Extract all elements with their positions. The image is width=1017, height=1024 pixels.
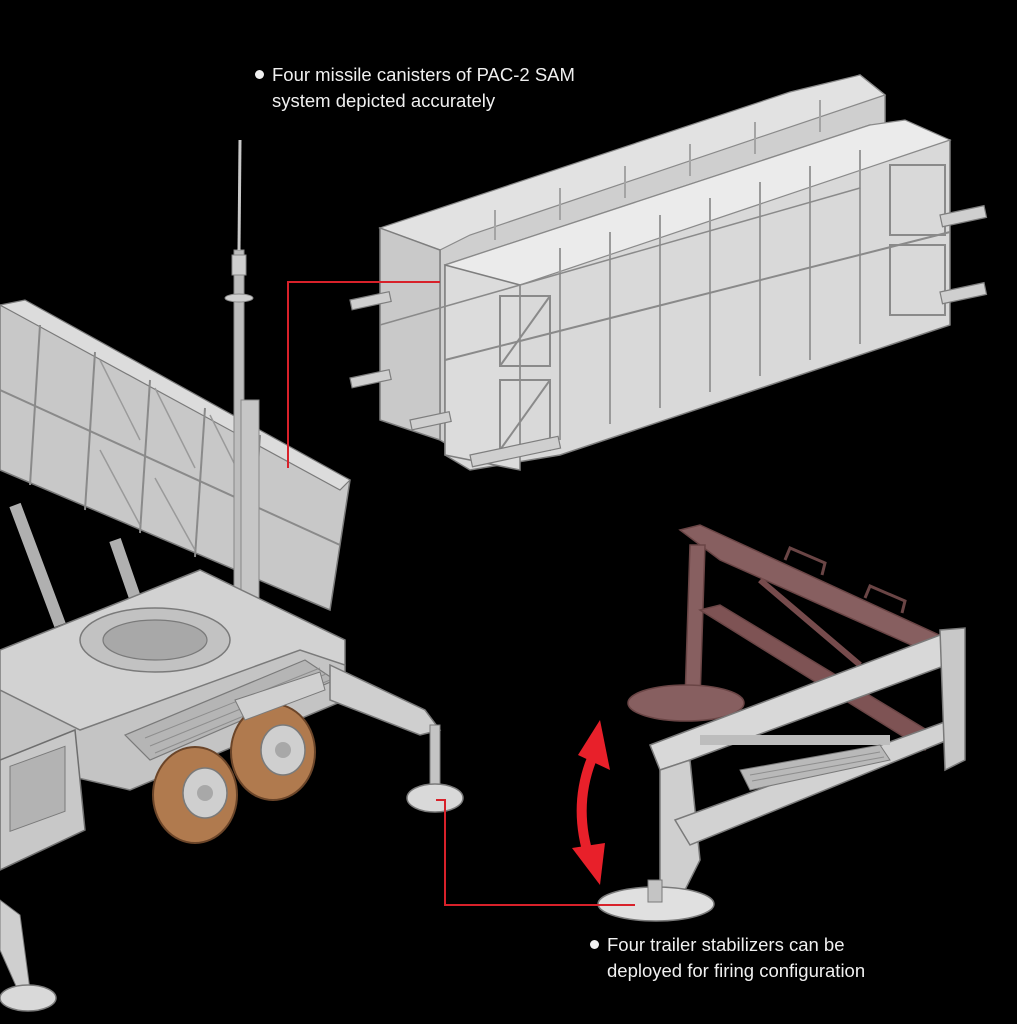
stabilizer-detail — [597, 524, 966, 922]
canister-callout-line1: Four missile canisters of PAC-2 SAM — [255, 62, 575, 88]
trailer-wheel-rear — [152, 746, 238, 844]
stabilizer-leader-line — [436, 799, 635, 906]
stabilizer-callout-line2: deployed for firing configuration — [607, 960, 866, 981]
trailer-wheel-front — [230, 703, 316, 801]
deploy-motion-arrow — [572, 720, 610, 885]
bullet-icon — [590, 940, 599, 949]
bullet-icon — [255, 70, 264, 79]
stabilizer-callout-line1: Four trailer stabilizers can be — [590, 932, 865, 958]
canister-leader-line — [287, 281, 440, 468]
stabilizer-callout: Four trailer stabilizers can be deployed… — [590, 932, 865, 984]
canister-callout: Four missile canisters of PAC-2 SAM syst… — [255, 62, 575, 114]
canister-callout-line2: system depicted accurately — [272, 90, 496, 111]
missile-canister-pack — [349, 74, 988, 471]
launcher-trailer — [0, 139, 464, 1012]
